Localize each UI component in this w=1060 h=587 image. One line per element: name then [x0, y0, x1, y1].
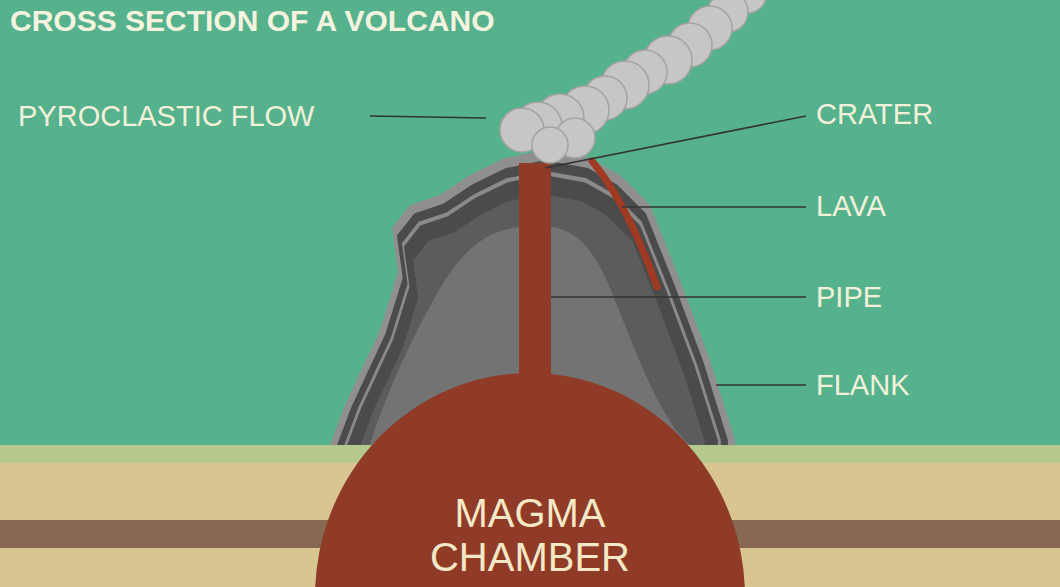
ash-plume [500, 0, 766, 163]
part-label: PIPE [816, 280, 882, 314]
chamber-label: MAGMA CHAMBER [410, 491, 650, 579]
leader-lines [370, 116, 806, 385]
diagram-title: CROSS SECTION OF A VOLCANO [10, 3, 494, 39]
magma-chamber: MAGMA CHAMBER [315, 373, 745, 587]
part-label: FLANK [816, 368, 909, 402]
part-label: CRATER [816, 97, 933, 131]
part-label: PYROCLASTIC FLOW [18, 99, 315, 133]
lava-flow [592, 161, 657, 287]
part-label: LAVA [816, 189, 886, 223]
